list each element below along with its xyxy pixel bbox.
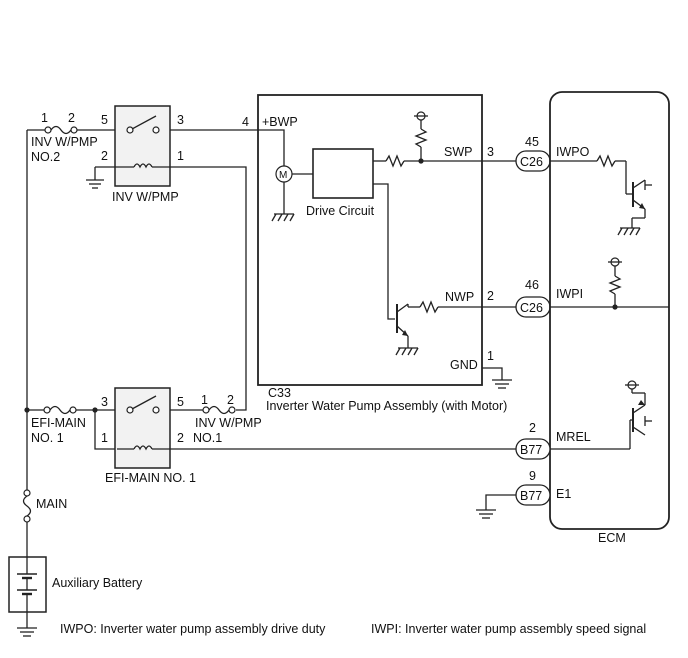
ecm: ECM IWPO IWPI MREL bbox=[549, 91, 670, 545]
b77-2-pin: 2 bbox=[529, 421, 536, 435]
ecm-e1-label: E1 bbox=[556, 487, 571, 501]
relay-inv-pin-2: 2 bbox=[101, 149, 108, 163]
fuse-no2-pin-b: 2 bbox=[68, 111, 75, 125]
drive-circuit-label: Drive Circuit bbox=[306, 204, 375, 218]
relay-inv-pin-3: 3 bbox=[177, 113, 184, 127]
b77-2-connector: B77 bbox=[520, 443, 542, 457]
pump-assembly: 4 +BWP C33 Inverter Water Pump Assembly … bbox=[242, 94, 507, 413]
pump-ground bbox=[482, 367, 512, 389]
pump-connector: C33 bbox=[268, 386, 291, 400]
ecm-iwpi-label: IWPI bbox=[556, 287, 583, 301]
pump-nwp-pin: 2 bbox=[487, 289, 494, 303]
b77-9-pin: 9 bbox=[529, 469, 536, 483]
connector-c26-46: C26 46 bbox=[482, 278, 551, 318]
fuse-inv-wpmp-no1: 1 2 INV W/PMP NO.1 bbox=[170, 393, 262, 445]
motor-symbol: M bbox=[279, 170, 287, 181]
wire-inv-coil-return bbox=[170, 166, 247, 411]
ecm-mrel-label: MREL bbox=[556, 430, 591, 444]
fuse-efi-label-line1: EFI-MAIN bbox=[31, 416, 86, 430]
pump-gnd-label: GND bbox=[450, 358, 478, 372]
legend-iwpo: IWPO: Inverter water pump assembly drive… bbox=[60, 622, 326, 636]
fuse-no2-label-line1: INV W/PMP bbox=[31, 135, 98, 149]
drive-circuit-box bbox=[312, 148, 374, 199]
pump-name: Inverter Water Pump Assembly (with Motor… bbox=[266, 399, 507, 413]
connector-c26-45: C26 45 bbox=[482, 135, 551, 172]
pump-bwp-pin: 4 bbox=[242, 115, 249, 129]
fuse-main: MAIN bbox=[22, 489, 67, 557]
relay-inv-coil-ground bbox=[86, 166, 117, 189]
fuse-efi-label-line2: NO. 1 bbox=[31, 431, 64, 445]
relay-inv-pin-1: 1 bbox=[177, 149, 184, 163]
fuse-no1-pin-b: 2 bbox=[227, 393, 234, 407]
pump-swp-pin: 3 bbox=[487, 145, 494, 159]
relay-efi-label: EFI-MAIN NO. 1 bbox=[105, 471, 196, 485]
relay-inv-pin-5: 5 bbox=[101, 113, 108, 127]
efi-coil-feed bbox=[92, 407, 117, 450]
pump-bwp-label: +BWP bbox=[262, 115, 298, 129]
relay-efi-pin-2: 2 bbox=[177, 431, 184, 445]
c26-45-pin: 45 bbox=[525, 135, 539, 149]
connector-b77-2: B77 2 bbox=[170, 421, 551, 460]
fuse-no1-pin-a: 1 bbox=[201, 393, 208, 407]
pump-nwp-label: NWP bbox=[445, 290, 474, 304]
c26-46-connector: C26 bbox=[520, 301, 543, 315]
pump-gnd-pin: 1 bbox=[487, 349, 494, 363]
relay-efi-pin-1: 1 bbox=[101, 431, 108, 445]
connector-b77-9: B77 9 bbox=[476, 469, 551, 519]
auxiliary-battery: Auxiliary Battery bbox=[8, 556, 143, 637]
relay-efi-main-no1: 3 5 1 2 EFI-MAIN NO. 1 bbox=[101, 387, 196, 485]
ecm-iwpo-label: IWPO bbox=[556, 145, 590, 159]
fuse-no1-label-line1: INV W/PMP bbox=[195, 416, 262, 430]
b77-9-connector: B77 bbox=[520, 489, 542, 503]
legend-iwpi: IWPI: Inverter water pump assembly speed… bbox=[371, 622, 646, 636]
ecm-label: ECM bbox=[598, 531, 626, 545]
fuse-inv-wpmp-no2: 1 2 INV W/PMP NO.2 bbox=[27, 111, 117, 164]
pump-swp-label: SWP bbox=[444, 145, 472, 159]
battery-label: Auxiliary Battery bbox=[52, 576, 143, 590]
relay-efi-pin-5: 5 bbox=[177, 395, 184, 409]
relay-inv-label: INV W/PMP bbox=[112, 190, 179, 204]
relay-efi-pin-3: 3 bbox=[101, 395, 108, 409]
fuse-no1-label-line2: NO.1 bbox=[193, 431, 222, 445]
fuse-no2-pin-a: 1 bbox=[41, 111, 48, 125]
relay-inv-wpmp: 5 3 2 1 INV W/PMP bbox=[101, 105, 184, 204]
c26-46-pin: 46 bbox=[525, 278, 539, 292]
c26-45-connector: C26 bbox=[520, 155, 543, 169]
fuse-no2-label-line2: NO.2 bbox=[31, 150, 60, 164]
fuse-main-label: MAIN bbox=[36, 497, 67, 511]
